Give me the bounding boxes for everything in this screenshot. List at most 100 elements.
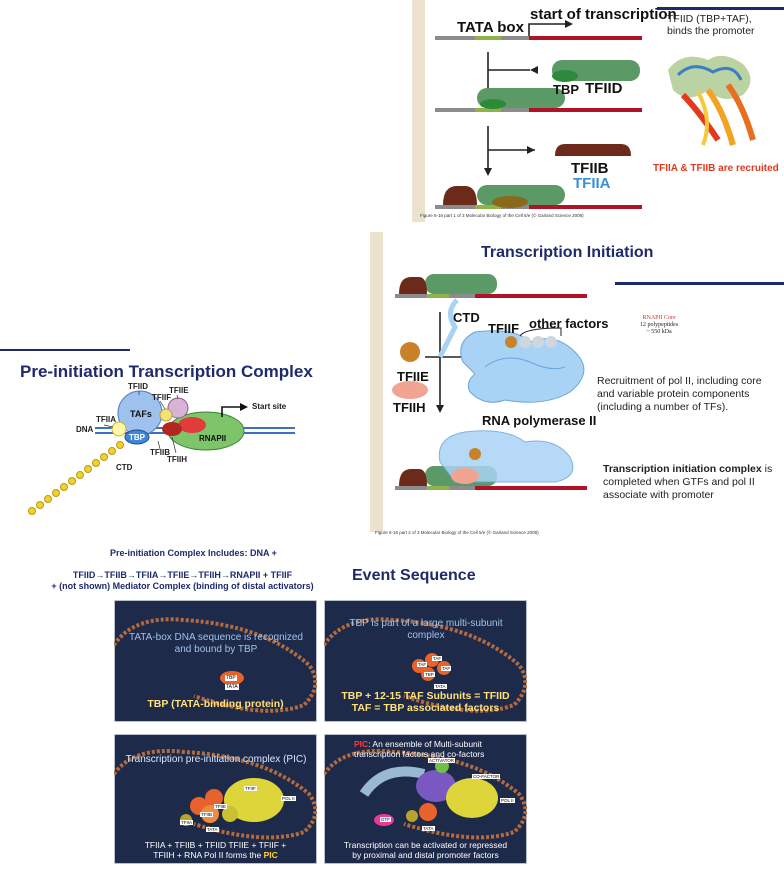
initiation-title: Transcription Initiation	[481, 244, 654, 261]
initiation-panel: Transcription Initiation CTD TFIIF other	[365, 232, 784, 542]
pic-title-bar	[0, 349, 130, 351]
pic-sequence-line1: TFIID→TFIIB→TFIIA→TFIIE→TFIIH→RNAPII + T…	[72, 570, 293, 580]
ctd-beads	[28, 441, 124, 515]
rna-polymerase-shape	[460, 330, 585, 403]
tfiib-label: TFIIB	[571, 160, 609, 177]
slide-2-tag-taf-3: TAF	[441, 666, 452, 671]
slide-4-pol: POL II	[500, 798, 515, 803]
rnapii-core-polypeptides: 12 polypeptides	[640, 322, 679, 328]
pic-title: Pre-initiation Transcription Complex	[20, 362, 313, 381]
pic-label-tbp: TBP	[129, 433, 145, 442]
complex-note: Transcription initiation complex is comp…	[603, 463, 781, 502]
slide-1-bottom-text: TBP (TATA-binding protein)	[147, 698, 284, 710]
slide-2-tag-tbp: TBP	[424, 672, 435, 677]
tbp-label: TBP	[553, 82, 579, 97]
figure-caption-2: Figure 6-16 part 2 of 3 Molecular Biolog…	[375, 530, 539, 535]
slide-3-tag-tfiib: TFIIB	[200, 812, 213, 817]
recruited-note: TFIIA & TFIIB are recruited	[653, 163, 779, 174]
pic-label-tfiif: TFIIF	[152, 393, 172, 402]
slide-2-bottom-line2: TAF = TBP associated factors	[351, 702, 500, 714]
pic-label-tfiid: TFIID	[128, 382, 148, 391]
event-sequence-panel: Event Sequence TATA-box DNA sequence is …	[100, 560, 540, 871]
ctd-label: CTD	[453, 310, 480, 325]
tfiid-panel: TATA box start of transcription TBP TFII…	[405, 0, 784, 230]
slide-3-bottom-line2: TFIIH + RNA Pol II forms the PIC	[114, 850, 317, 860]
tfiid-diagram	[435, 20, 756, 209]
dna-transcribed-1	[529, 36, 642, 40]
tfiid-structure-image	[668, 55, 756, 146]
slide-2-tag-tata: TATA	[434, 684, 447, 689]
slide-4-tag-gtf: GTF	[380, 817, 391, 822]
slide-2-top-text: TBP is part of a large multi-subunit com…	[349, 618, 503, 641]
tfiie-shape	[400, 342, 420, 362]
pic-label-tfiib: TFIIB	[150, 448, 170, 457]
tfiib-free	[555, 144, 631, 156]
tfiib-bound	[443, 186, 477, 205]
pic-label-dna: DNA	[76, 425, 94, 434]
slide-4-bottom-line1: Transcription can be activated or repres…	[343, 840, 508, 850]
tbp-ellipse	[124, 429, 150, 445]
rnapii-core-note: RNAPII Core 12 polypeptides ~ 550 kDa	[640, 315, 678, 336]
slide-3-bottom-line1: TFIIA + TFIIB + TFIID TFIIE + TFIIF +	[144, 840, 287, 850]
slide-frame-left-2	[370, 232, 383, 532]
tfiie-label: TFIIE	[397, 369, 429, 384]
recruitment-note: Recruitment of pol II, including core an…	[597, 375, 762, 413]
pol-bound	[438, 430, 574, 483]
rna-polymerase-label: RNA polymerase II	[482, 413, 597, 428]
tata-box-label: TATA box	[457, 19, 524, 36]
slide-3-bottom-line2-text: TFIIH + RNA Pol II forms the	[153, 850, 262, 860]
pic-sequence-line2: + (not shown) Mediator Complex (binding …	[51, 581, 314, 591]
slide-2-bottom-line1: TBP + 12-15 TAF Subunits = TFIID	[341, 690, 510, 702]
tfiid-note: TFIID (TBP+TAF), binds the promoter	[667, 13, 755, 37]
slide-4-activator: ACTIVATOR	[428, 758, 456, 763]
complex-note-rest: is completed when GTFs and pol II associ…	[603, 463, 773, 501]
pic-label-tfiia: TFIIA	[96, 415, 116, 424]
slide-3-tag-pol: POL II	[281, 796, 296, 801]
event-slide-1: TATA-box DNA sequence is recognized and …	[114, 600, 317, 722]
slide-3-tag-tata: TATA	[206, 827, 219, 832]
slide-4-pic-text: PIC: An ensemble of Multi-subunit transc…	[354, 739, 524, 759]
slide-3-tag-tfiia: TFIIA	[180, 820, 193, 825]
tata-box-segment	[475, 36, 501, 40]
slide-1-tag-tbp: TBP	[225, 675, 237, 681]
pic-includes: Pre-initiation Complex Includes: DNA +	[110, 548, 277, 558]
tfiia-circle	[111, 421, 127, 437]
slide-1-tag-tata: TATA	[225, 684, 239, 690]
tfiif-label: TFIIF	[488, 321, 520, 336]
pic-panel: Pre-initiation Transcription Complex	[0, 345, 365, 595]
slide-4-pic-label: PIC	[354, 739, 369, 749]
pic-label-tafs: TAFs	[130, 409, 152, 419]
other-factors-label: other factors	[529, 316, 609, 331]
complex-note-bold: Transcription initiation complex	[603, 463, 762, 475]
slide-frame-left	[412, 0, 425, 222]
rnapii-core-title: RNAPII Core	[642, 315, 676, 321]
initiation-diagram	[392, 274, 587, 490]
pic-label-start-site: Start site	[252, 402, 287, 411]
figure-caption-1: Figure 6-16 part 1 of 3 Molecular Biolog…	[420, 213, 584, 218]
rnapii-core-mass: ~ 550 kDa	[646, 329, 672, 335]
slide-3-top-text: Transcription pre-initiation complex (PI…	[125, 754, 307, 765]
start-of-transcription-label: start of transcription	[530, 6, 677, 23]
start-arrow	[528, 23, 565, 36]
slide-2-tag-taf-2: TAF	[432, 656, 443, 661]
slide-3-tag-tfiif: TFIIF	[244, 786, 257, 791]
slide-3-tag-tfiie: TFIIE	[214, 804, 227, 809]
tfiih-shape	[392, 381, 428, 399]
event-sequence-title: Event Sequence	[352, 567, 476, 584]
slide-1-top-text: TATA-box DNA sequence is recognized and …	[129, 632, 303, 655]
event-slide-2: TBP is part of a large multi-subunit com…	[324, 600, 527, 722]
pic-label-tfiie: TFIIE	[169, 386, 189, 395]
slide-4-co-factor: CO-FACTOR	[472, 774, 501, 779]
tfiih-label: TFIIH	[393, 400, 426, 415]
pic-diagram	[28, 390, 295, 515]
slide-title-bar-2	[615, 282, 784, 285]
slide-4-bottom-line2: by proximal and distal promoter factors	[352, 850, 499, 860]
slide-2-tag-taf-1: TAF	[417, 662, 428, 667]
pic-label-tfiih: TFIIH	[167, 455, 187, 464]
event-slide-3: Transcription pre-initiation complex (PI…	[114, 734, 317, 864]
tfiia-label: TFIIA	[573, 175, 611, 192]
slide-title-bar	[657, 7, 784, 10]
slide-4-tag-tata: TATA	[422, 826, 435, 831]
slide-3-pic-highlight: PIC	[263, 850, 278, 860]
event-slide-4: PIC: An ensemble of Multi-subunit transc…	[324, 734, 527, 864]
